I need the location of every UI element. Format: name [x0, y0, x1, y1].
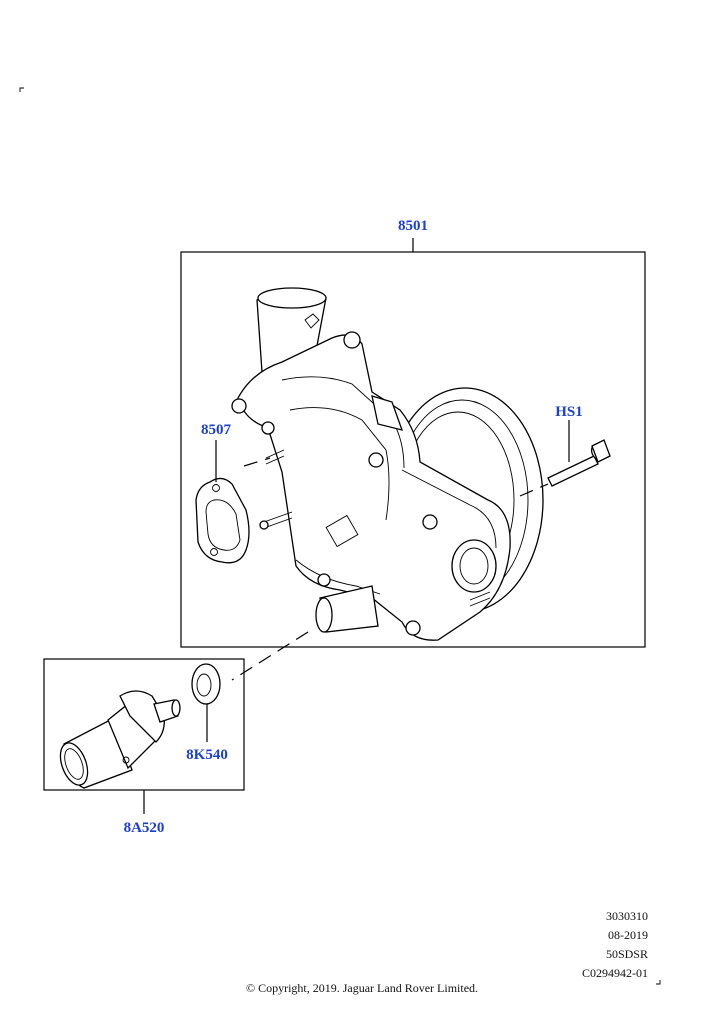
dash-gasket — [243, 457, 271, 467]
dash-bolt — [519, 483, 549, 497]
corner-mark-bottom-right — [656, 980, 661, 985]
drawing-meta: 3030310 08-2019 50SDSR C0294942-01 — [582, 907, 648, 983]
callout-hs1[interactable]: HS1 — [555, 404, 583, 420]
thermostat-8a520 — [59, 690, 181, 789]
gasket-8507 — [195, 477, 250, 564]
meta-line-4: C0294942-01 — [582, 966, 648, 980]
bolt-hs1 — [547, 439, 611, 487]
meta-line-1: 3030310 — [606, 909, 648, 923]
callout-8507[interactable]: 8507 — [201, 422, 232, 438]
meta-line-3: 50SDSR — [605, 947, 648, 961]
seal-8k540 — [191, 663, 221, 705]
callout-8k540[interactable]: 8K540 — [186, 747, 228, 763]
water-pump-body — [231, 287, 511, 641]
copyright-notice: © Copyright, 2019. Jaguar Land Rover Lim… — [245, 981, 479, 995]
corner-mark-top-left — [19, 87, 24, 92]
callout-8501[interactable]: 8501 — [398, 218, 428, 234]
callout-8a520[interactable]: 8A520 — [124, 820, 165, 836]
dash-thermostat — [231, 631, 309, 681]
meta-line-2: 08-2019 — [608, 928, 648, 942]
